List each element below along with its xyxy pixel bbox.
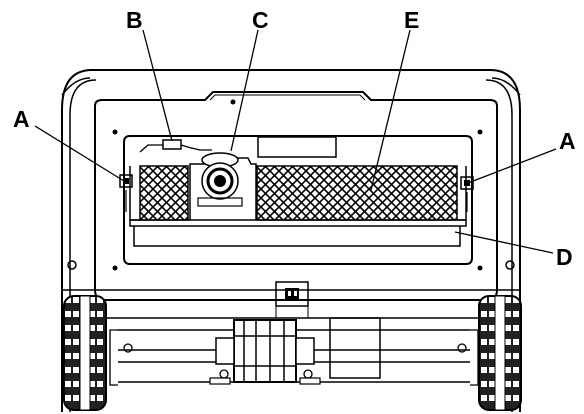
wheel-left: [63, 295, 107, 411]
panel-recess: [123, 135, 473, 265]
wheel-right: [478, 295, 522, 411]
retaining-clip-left: [119, 174, 133, 212]
leader-lines: [34, 29, 557, 254]
callout-a-left: A: [13, 106, 30, 132]
screw-icon: [67, 260, 77, 270]
wire-connector: [139, 139, 212, 153]
screw-icon: [477, 129, 483, 135]
intake-screen-left: [139, 165, 189, 221]
exhaust-outlet: [189, 152, 257, 220]
screw-icon: [505, 260, 515, 270]
callout-b: B: [126, 7, 143, 33]
callout-e: E: [404, 7, 419, 33]
retaining-clip-right: [460, 176, 474, 212]
motor-assembly: [209, 319, 321, 385]
bottom-tray: [129, 219, 467, 247]
center-outlet: [275, 281, 309, 318]
callout-d: D: [556, 244, 573, 270]
screw-icon: [112, 265, 118, 271]
callout-a-right: A: [559, 128, 576, 154]
callout-c: C: [252, 7, 269, 33]
screw-icon: [112, 129, 118, 135]
screw-icon: [477, 265, 483, 271]
intake-screen-right: [256, 165, 458, 221]
